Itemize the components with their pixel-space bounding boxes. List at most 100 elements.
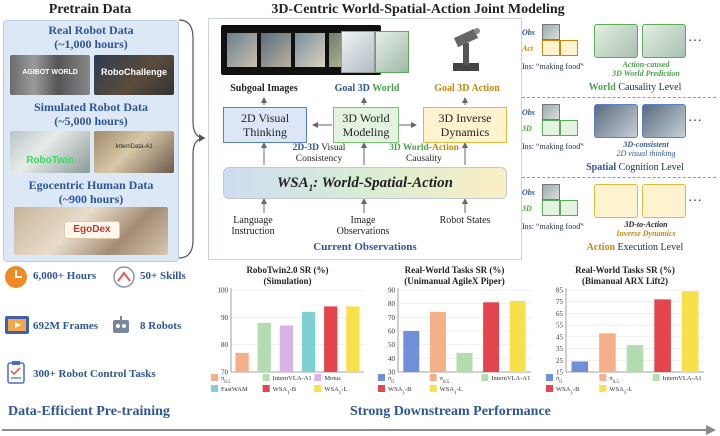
level-divider-1 bbox=[522, 97, 716, 98]
legend-label: InternVLA-A1 bbox=[273, 375, 312, 382]
y-tick-label: 55 bbox=[556, 322, 564, 330]
level2-ellipsis: … bbox=[688, 110, 702, 125]
chart-title: Real-World Tasks SR (%) bbox=[405, 265, 505, 275]
level2-caption-1: 3D-consistent bbox=[623, 140, 669, 149]
legend-swatch bbox=[429, 374, 437, 381]
world-causality-level: Obs Act Ins: “making food” … Action-caus… bbox=[520, 18, 716, 98]
pretrain-title: Pretrain Data bbox=[48, 2, 132, 17]
level3-rest: Execution Level bbox=[615, 242, 684, 253]
bar-wsa1-l bbox=[681, 291, 699, 372]
ego-human-hours: (~900 hours) bbox=[58, 192, 124, 206]
y-tick-label: 30 bbox=[388, 369, 396, 377]
legend-swatch bbox=[314, 374, 322, 381]
chart-title: Real-World Tasks SR (%) bbox=[575, 265, 675, 275]
obs-state-label: Robot States bbox=[439, 215, 491, 226]
flow-arrows bbox=[261, 97, 468, 213]
goal-3d-label: Goal 3D bbox=[334, 83, 370, 94]
y-tick-label: 45 bbox=[556, 333, 564, 341]
level1-act-thumb-2 bbox=[560, 40, 578, 56]
robot-icon bbox=[110, 314, 132, 336]
chart-subtitle: (Unimanual AgileX Piper) bbox=[404, 276, 505, 286]
level2-row2-label: 3D bbox=[522, 124, 532, 133]
level1-key: World bbox=[588, 82, 616, 93]
legend-label: π0.5 bbox=[609, 375, 619, 385]
stat-tasks: 300+ Robot Control Tasks bbox=[33, 368, 156, 380]
legend-swatch bbox=[378, 374, 385, 381]
level1-output-image-2 bbox=[642, 24, 686, 58]
bar-internvla-a1 bbox=[626, 345, 644, 372]
causality-label: 3D World-Action Causality bbox=[379, 143, 469, 165]
interndata-logo: InternData-A1 bbox=[115, 144, 153, 150]
level1-instruction: Ins: “making food” bbox=[522, 62, 584, 71]
chart-subtitle: (Simulation) bbox=[263, 276, 311, 286]
bar--0 bbox=[571, 361, 589, 372]
chart-subtitle: (Bimanual ARX Lift2) bbox=[582, 276, 668, 286]
legend-label: WSA1-L bbox=[324, 386, 347, 396]
legend-swatch bbox=[429, 385, 437, 392]
action-execution-level: Obs 3D Ins: “making food” … 3D-to-Action… bbox=[520, 178, 716, 258]
chart-title: RoboTwin2.0 SR (%) bbox=[246, 265, 328, 275]
stat-hours: 6,000+ Hours bbox=[33, 270, 97, 282]
obs-image-label: Image Observations bbox=[336, 215, 390, 237]
legend-label: π0.5 bbox=[440, 375, 450, 385]
legend-swatch bbox=[481, 374, 489, 381]
skills-icon bbox=[112, 265, 136, 289]
level3-caption-1: 3D-to-Action bbox=[624, 220, 668, 229]
bar-fastwam bbox=[301, 311, 316, 372]
consistency-word: Consistency bbox=[295, 154, 343, 164]
data-efficient-pretraining-label: Data-Efficient Pre-training bbox=[8, 404, 170, 419]
legend-swatch bbox=[599, 385, 607, 392]
y-tick-label: 90 bbox=[221, 314, 229, 322]
level2-output-image-1 bbox=[594, 104, 638, 138]
bar-wsa1-b bbox=[654, 299, 671, 372]
robotwin-image bbox=[10, 131, 90, 173]
level3-output-image-1 bbox=[594, 184, 638, 218]
legend-label: π0 bbox=[556, 375, 562, 385]
level1-obs-thumb bbox=[542, 24, 560, 40]
robochallenge-logo: RoboChallenge bbox=[100, 67, 167, 77]
stat-robots: 8 Robots bbox=[140, 320, 182, 332]
bottom-arrow bbox=[2, 425, 716, 435]
2d-visual-thinking-box: 2D Visual Thinking bbox=[223, 107, 307, 143]
bar-wsa1-l bbox=[509, 300, 526, 372]
y-tick-label: 90 bbox=[388, 287, 396, 295]
bar-wsa1-b bbox=[324, 306, 338, 372]
y-tick-label: 65 bbox=[556, 310, 564, 318]
stat-frames: 692M Frames bbox=[33, 320, 99, 332]
level1-ellipsis: … bbox=[688, 30, 702, 45]
level3-3d-thumb-2 bbox=[560, 200, 578, 216]
legend-label: π0 bbox=[388, 375, 394, 385]
wsa-title: : World-Spatial-Action bbox=[313, 175, 454, 191]
level2-instruction: Ins: “making food” bbox=[522, 142, 584, 151]
legend-label: WSA1-L bbox=[440, 386, 463, 396]
legend-label: WSA1-B bbox=[556, 386, 580, 396]
bar-wsa1-l bbox=[346, 306, 360, 372]
level2-key: Spatial bbox=[586, 162, 617, 173]
y-tick-label: 80 bbox=[388, 300, 396, 308]
wsa-subscript: 1 bbox=[308, 183, 314, 193]
agibot-world-image bbox=[10, 55, 90, 95]
y-tick-label: 35 bbox=[556, 345, 564, 353]
level1-row2-label: Act bbox=[522, 44, 534, 53]
bar-internvla-a1 bbox=[257, 322, 271, 372]
level1-output-image-1 bbox=[594, 24, 638, 58]
legend-swatch bbox=[546, 385, 553, 392]
level3-obs-thumb bbox=[542, 184, 560, 200]
y-tick-label: 70 bbox=[221, 369, 229, 377]
bar--0 bbox=[403, 331, 420, 372]
consistency-label: 2D-3D Visual Consistency bbox=[279, 143, 359, 165]
level3-title: Action Execution Level bbox=[560, 242, 710, 253]
legend-swatch bbox=[211, 374, 218, 381]
consistency-2d3d: 2D-3D bbox=[292, 143, 319, 153]
y-tick-label: 40 bbox=[388, 355, 396, 363]
egodex-logo: EgoDex bbox=[64, 221, 120, 239]
bar-wsa1-b bbox=[483, 302, 500, 372]
y-tick-label: 80 bbox=[221, 341, 229, 349]
level1-caption-2: 3D World Prediction bbox=[612, 69, 680, 78]
goal-3d-action-label: Goal 3D Action bbox=[434, 83, 500, 94]
legend-label: InternVLA-A1 bbox=[663, 375, 702, 382]
level2-output-image-2 bbox=[642, 104, 686, 138]
y-tick-label: 50 bbox=[388, 341, 396, 349]
y-tick-label: 85 bbox=[556, 287, 564, 295]
legend-swatch bbox=[546, 374, 553, 381]
